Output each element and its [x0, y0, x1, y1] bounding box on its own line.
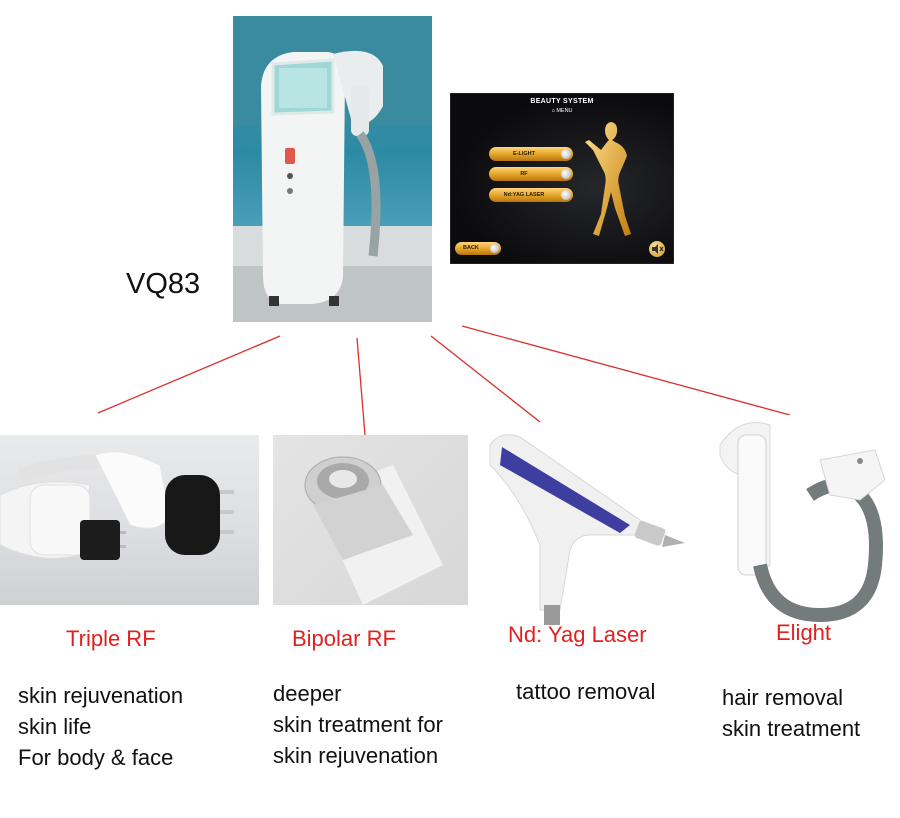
- triple-rf-description: skin rejuvenation skin life For body & f…: [18, 680, 183, 773]
- triple-rf-title: Triple RF: [66, 626, 156, 651]
- bipolar-rf-description: deeper skin treatment for skin rejuvenat…: [273, 678, 443, 771]
- yag-laser-button-label: Nd:YAG LASER: [503, 192, 545, 198]
- elight-description: hair removal skin treatment: [722, 682, 860, 744]
- description-line: skin rejuvenation: [273, 743, 439, 768]
- elight-button[interactable]: E-LIGHT: [489, 147, 573, 161]
- description-line: hair removal: [722, 685, 844, 710]
- screen-title: BEAUTY SYSTEM: [530, 98, 594, 105]
- connector-bipolar-rf: [356, 337, 366, 436]
- handpiece-icon: [561, 169, 571, 179]
- yag-laser-photo: [480, 425, 690, 625]
- handpiece-icon: [561, 149, 571, 159]
- description-line: skin rejuvenation: [18, 683, 184, 708]
- elight-title: Elight: [776, 620, 832, 645]
- description-line: deeper: [273, 681, 342, 706]
- elight-photo: [700, 415, 900, 635]
- description-line: skin treatment for: [273, 712, 443, 737]
- back-arrow-icon: [490, 244, 499, 253]
- screen-menu-label[interactable]: ⌂ MENU: [451, 108, 673, 114]
- elight-button-label: E-LIGHT: [513, 151, 535, 157]
- home-icon: ⌂: [551, 108, 555, 114]
- connector-yag-laser: [430, 335, 541, 423]
- machine-photo: [233, 16, 432, 322]
- yag-laser-title: Nd: Yag Laser: [508, 622, 647, 647]
- control-screen: BEAUTY SYSTEM ⌂ MENU E-LIGHT RF Nd:YAG L…: [450, 93, 674, 264]
- mute-icon[interactable]: [649, 241, 665, 257]
- machine-illustration: [233, 16, 432, 322]
- back-button[interactable]: BACK: [455, 242, 501, 255]
- handpiece-icon: [561, 190, 571, 200]
- rf-button[interactable]: RF: [489, 167, 573, 181]
- menu-label-text: MENU: [556, 108, 573, 114]
- rf-button-label: RF: [520, 171, 528, 177]
- model-label: VQ83: [126, 268, 201, 300]
- connector-elight: [461, 325, 791, 416]
- back-button-label: BACK: [463, 245, 479, 251]
- bipolar-rf-photo: [273, 435, 468, 605]
- connector-triple-rf: [97, 335, 281, 414]
- description-line: tattoo removal: [516, 679, 656, 704]
- description-line: skin treatment: [722, 716, 861, 741]
- bipolar-rf-title: Bipolar RF: [292, 626, 396, 651]
- yag-laser-description: tattoo removal: [516, 676, 655, 707]
- description-line: For body & face: [18, 745, 174, 770]
- description-line: skin life: [18, 714, 92, 739]
- body-silhouette-icon: [585, 122, 631, 236]
- triple-rf-photo: [0, 435, 259, 605]
- yag-laser-button[interactable]: Nd:YAG LASER: [489, 188, 573, 202]
